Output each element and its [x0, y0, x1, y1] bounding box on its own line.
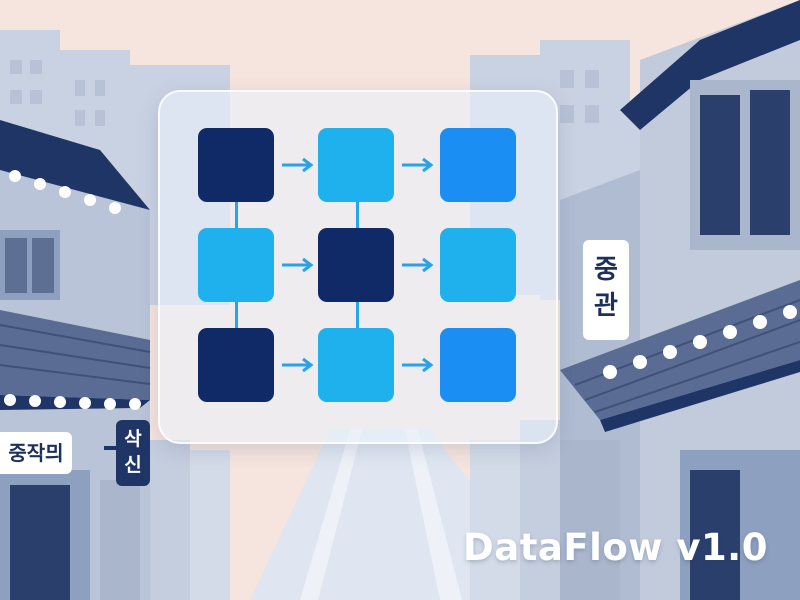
horizontal-sign-left: 중작믜: [0, 432, 72, 474]
flow-node: [318, 128, 394, 202]
vertical-sign-right: 중 관: [583, 240, 629, 340]
flow-node: [198, 328, 274, 402]
vertical-sign-left: 삭 신: [116, 420, 150, 486]
flow-node: [440, 128, 516, 202]
flow-diagram-panel: [158, 90, 558, 444]
sign-char: 신: [124, 454, 142, 476]
arrow-right-icon: [402, 357, 434, 373]
sign-char: 삭: [124, 428, 142, 450]
sign-char: 관: [594, 291, 618, 321]
arrow-right-icon: [402, 257, 434, 273]
product-title: DataFlow v1.0: [463, 526, 768, 569]
arrow-right-icon: [282, 157, 314, 173]
flow-node: [198, 228, 274, 302]
right-buildings: [470, 0, 800, 600]
arrow-right-icon: [402, 157, 434, 173]
sign-char: 중: [594, 255, 618, 285]
flow-node: [318, 228, 394, 302]
arrow-right-icon: [282, 357, 314, 373]
flow-node: [318, 328, 394, 402]
flow-node: [440, 228, 516, 302]
left-buildings: [0, 120, 230, 600]
arrow-right-icon: [282, 257, 314, 273]
sign-text: 중작믜: [8, 441, 64, 465]
flow-node: [198, 128, 274, 202]
sign-bracket: [104, 446, 118, 450]
flow-node: [440, 328, 516, 402]
